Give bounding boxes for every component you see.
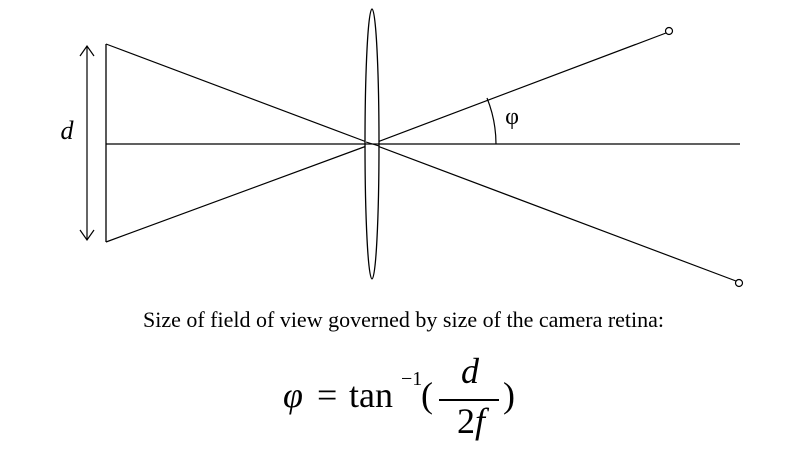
formula-lhs: φ (283, 375, 303, 415)
caption: Size of field of view governed by size o… (142, 307, 665, 332)
formula-denominator: 2f (441, 400, 501, 442)
lower-ray-out (371, 143, 737, 282)
lower-ray-in (105, 143, 373, 243)
retina-size-arrow (79, 44, 95, 242)
angle-arc (486, 97, 497, 145)
formula-close-paren: ) (503, 375, 515, 415)
formula-numerator: d (461, 351, 479, 391)
formula-equals: = (317, 375, 338, 415)
denominator-variable: f (474, 401, 485, 441)
formula-exponent: −1 (401, 368, 423, 390)
upper-ray-in (105, 43, 373, 145)
lower-ray-end-marker (734, 278, 744, 288)
lens-field-of-view-diagram: d φ (61, 8, 744, 288)
upper-ray-end-marker (664, 26, 674, 36)
formula-function: tan (349, 375, 393, 415)
fraction-bar (439, 399, 499, 401)
upper-ray-out (371, 32, 667, 145)
denominator-coefficient: 2 (456, 401, 475, 441)
retina-size-label: d (61, 116, 75, 145)
field-of-view-formula: φ = tan −1 ( d 2f ) (0, 350, 807, 442)
angle-label: φ (505, 104, 519, 130)
formula-open-paren: ( (421, 375, 433, 415)
